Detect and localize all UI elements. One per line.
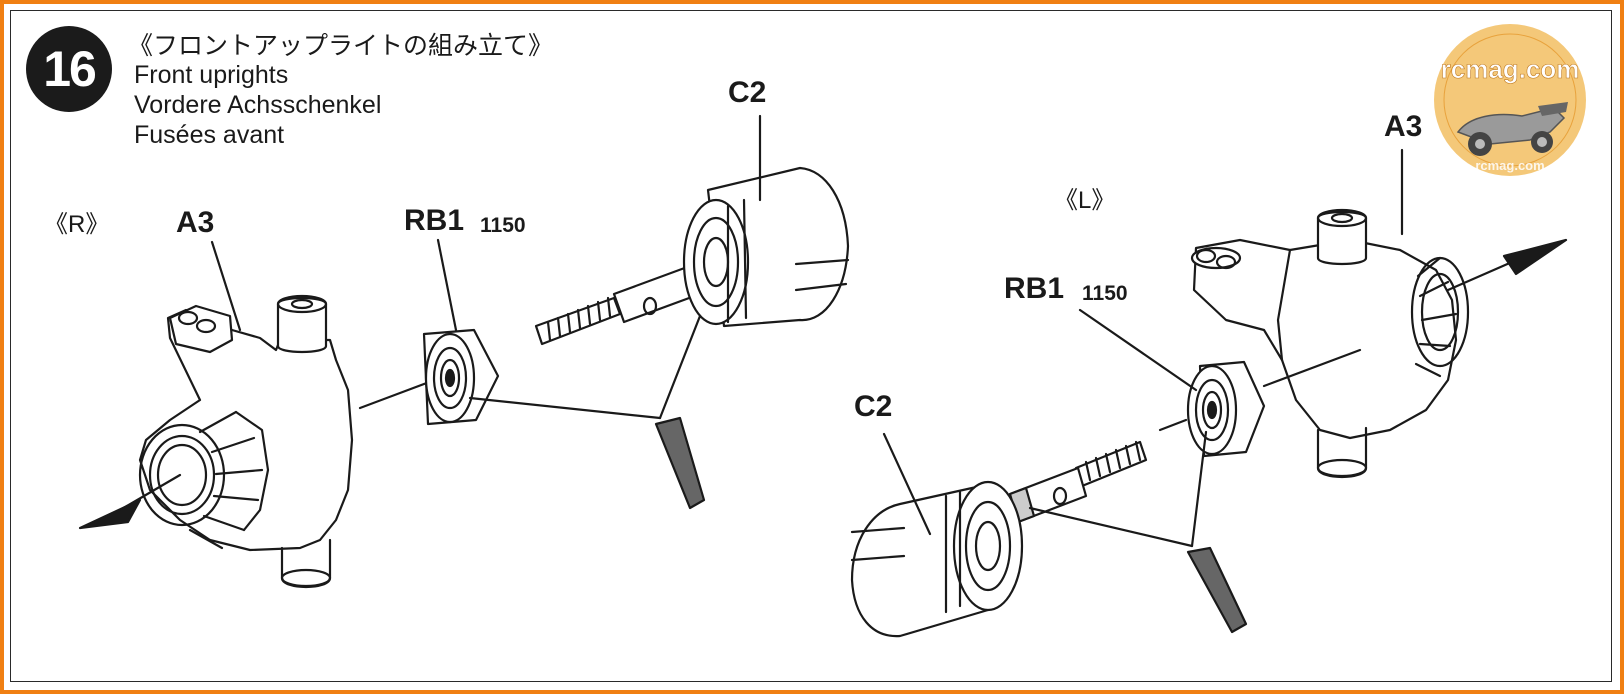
label-rb1-left: RB1 <box>1004 272 1065 305</box>
sheet-inner-border <box>10 10 1612 682</box>
svg-text:rcmag.com: rcmag.com <box>1441 54 1580 84</box>
label-c2-right: C2 <box>728 76 767 109</box>
label-rb1-right: RB1 <box>404 204 465 237</box>
axle-left <box>1008 440 1148 524</box>
arrow-out-left <box>1502 238 1568 276</box>
bearing-rb1-right <box>422 328 500 426</box>
label-a3-left: A3 <box>1384 110 1423 143</box>
label-a3-right: A3 <box>176 206 215 239</box>
bearing-rb1-left <box>1186 360 1266 458</box>
upright-a3-left <box>1190 208 1470 478</box>
grease-tube-left <box>1186 546 1248 634</box>
side-marker-left: 《L》 <box>1054 187 1116 214</box>
grease-tube-right <box>654 416 706 510</box>
label-rb1-left-number: 1150 <box>1082 282 1128 305</box>
side-marker-right: 《R》 <box>44 211 110 238</box>
title-english: Front uprights <box>134 61 289 89</box>
title-french: Fusées avant <box>134 121 285 149</box>
drive-cup-c2-right <box>682 166 850 328</box>
title-german: Vordere Achsschenkel <box>134 91 382 119</box>
upright-a3-right <box>138 294 354 588</box>
arrow-out-right <box>78 498 142 530</box>
title-japanese: 《フロントアップライトの組み立て》 <box>128 31 554 60</box>
label-rb1-right-number: 1150 <box>480 214 526 237</box>
label-c2-left: C2 <box>854 390 893 423</box>
drive-cup-c2-left <box>850 480 1024 638</box>
svg-text:rcmag.com: rcmag.com <box>1475 158 1544 173</box>
rcmag-watermark-logo: rcmag.com rcmag.com <box>1434 24 1586 176</box>
step-number-badge: 16 <box>26 26 112 112</box>
